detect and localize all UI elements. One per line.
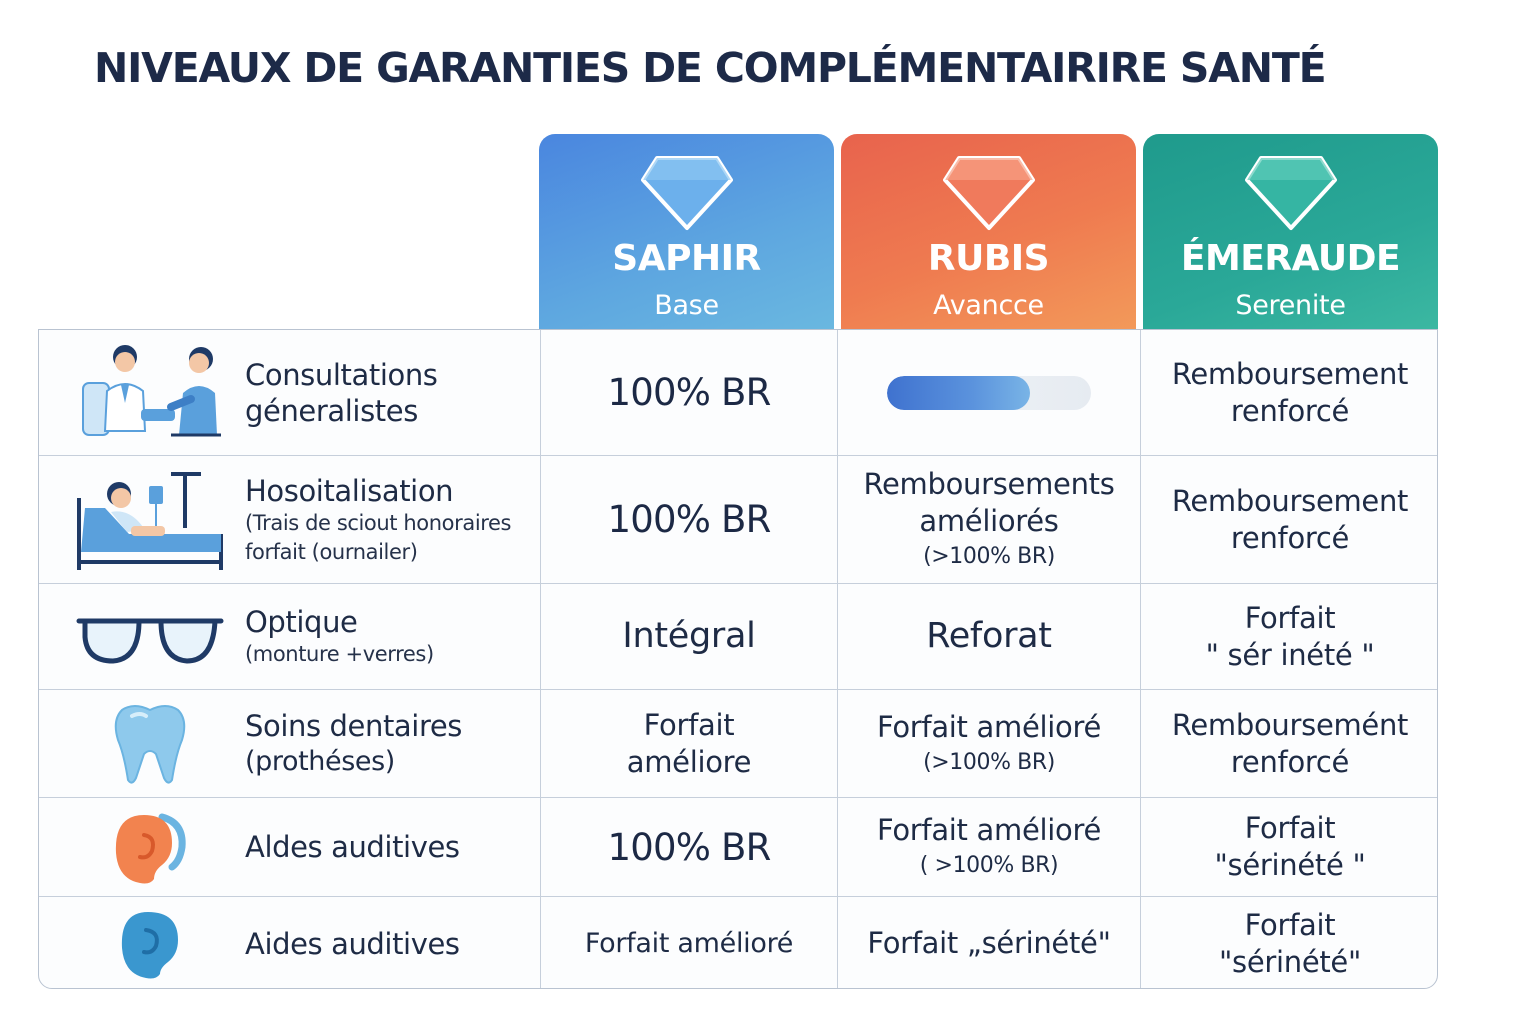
row-label: Aldes auditives xyxy=(245,830,460,864)
table-row: Aides auditives Forfait amélioré Forfait… xyxy=(39,896,1437,988)
row-label: Aides auditives xyxy=(245,926,460,961)
row-label-cell: Optique (monture +verres) xyxy=(39,584,540,689)
emeraude-cell: Forfait " sér inété " xyxy=(1140,584,1437,689)
saphir-value: Forfait amélioré xyxy=(584,928,794,959)
row-label-cell: Aides auditives xyxy=(39,897,540,988)
guarantees-table: Consultations géneralistes 100% BR Rembo… xyxy=(38,329,1438,989)
emeraude-value-line2: renforcé xyxy=(1230,520,1350,555)
row-sublabel-line1: (Trais de sciout honoraires xyxy=(245,510,512,535)
emeraude-value-line1: Forfait xyxy=(1244,907,1336,942)
table-row: Optique (monture +verres) Intégral Refor… xyxy=(39,583,1437,689)
plan-name: SAPHIR xyxy=(612,238,761,279)
diamond-icon xyxy=(1244,156,1337,230)
rubis-cell xyxy=(837,330,1140,455)
row-label-cell: Hosoitalisation (Trais de sciout honorai… xyxy=(39,456,540,583)
rubis-cell: Forfait amélioré (>100% BR) xyxy=(837,690,1140,797)
emeraude-value-line1: Forfait xyxy=(1244,600,1336,635)
emeraude-value-line1: Remboursement xyxy=(1171,356,1409,391)
rubis-progress-bar xyxy=(887,375,1091,410)
glasses-icon xyxy=(76,618,224,663)
hospital-bed-icon xyxy=(77,471,223,570)
emeraude-value-line2: "sérinété" xyxy=(1218,944,1362,979)
diamond-icon xyxy=(942,156,1035,230)
emeraude-value-line2: "sérinété " xyxy=(1214,848,1366,882)
plan-header-saphir: SAPHIR Base xyxy=(539,134,834,332)
page-title: NIVEAUX DE GARANTIES DE COMPLÉMENTAIRIRE… xyxy=(94,44,1327,92)
emeraude-value-line2: renforcé xyxy=(1230,393,1350,428)
ear-icon xyxy=(115,813,186,884)
saphir-cell: 100% BR xyxy=(540,330,837,455)
row-label: Soins dentaires xyxy=(245,708,462,743)
emeraude-cell: Remboursemént renforcé xyxy=(1140,690,1437,797)
saphir-cell: 100% BR xyxy=(540,798,837,896)
table-row: Aldes auditives 100% BR Forfait amélioré… xyxy=(39,797,1437,896)
saphir-cell: Forfait améliore xyxy=(540,690,837,797)
rubis-value: Forfait „sérinété" xyxy=(867,926,1111,960)
emeraude-value-line1: Remboursement xyxy=(1171,483,1409,518)
saphir-value: Intégral xyxy=(622,616,756,656)
diamond-icon xyxy=(640,156,733,230)
saphir-value: 100% BR xyxy=(607,825,771,869)
plan-name: ÉMERAUDE xyxy=(1180,238,1401,279)
row-label-line2: géneralistes xyxy=(245,393,418,428)
row-label: Optique xyxy=(245,605,358,639)
saphir-value: 100% BR xyxy=(607,498,771,541)
saphir-cell: 100% BR xyxy=(540,456,837,583)
saphir-value-line2: améliore xyxy=(626,744,752,779)
ear-icon xyxy=(121,911,178,978)
row-label: Consultations xyxy=(245,357,438,392)
rubis-note: (>100% BR) xyxy=(923,544,1055,569)
saphir-cell: Intégral xyxy=(540,584,837,689)
rubis-note: (>100% BR) xyxy=(923,749,1055,775)
doctor-patient-icon xyxy=(82,344,221,436)
saphir-cell: Forfait amélioré xyxy=(540,897,837,988)
emeraude-value-line2: renforcé xyxy=(1230,744,1350,779)
emeraude-cell: Remboursement renforcé xyxy=(1140,330,1437,455)
emeraude-cell: Remboursement renforcé xyxy=(1140,456,1437,583)
rubis-value: Forfait amélioré xyxy=(877,709,1101,744)
row-sublabel-line1: (monture +verres) xyxy=(245,642,434,666)
tooth-icon xyxy=(114,704,186,784)
rubis-note: ( >100% BR) xyxy=(919,853,1059,878)
plan-header-rubis: RUBIS Avancce xyxy=(841,134,1136,332)
plan-name: RUBIS xyxy=(927,238,1050,279)
rubis-cell: Reforat xyxy=(837,584,1140,689)
rubis-value-line2: améliorés xyxy=(919,504,1059,538)
rubis-value: Forfait amélioré xyxy=(877,813,1101,847)
saphir-value: 100% BR xyxy=(607,371,771,414)
rubis-value: Reforat xyxy=(926,616,1052,656)
plan-subtitle: Base xyxy=(654,290,719,321)
emeraude-cell: Forfait "sérinété " xyxy=(1140,798,1437,896)
row-label-line2: (prothéses) xyxy=(245,745,395,777)
plan-subtitle: Serenite xyxy=(1235,290,1346,321)
saphir-value-line1: Forfait xyxy=(643,707,735,742)
row-label: Hosoitalisation xyxy=(245,473,454,508)
rubis-progress-fill xyxy=(887,375,1030,410)
rubis-cell: Forfait „sérinété" xyxy=(837,897,1140,988)
plan-header-emeraude: ÉMERAUDE Serenite xyxy=(1143,134,1438,332)
emeraude-value-line1: Forfait xyxy=(1244,811,1336,845)
row-sublabel-line2: forfait (ournailer) xyxy=(245,539,418,564)
table-row: Hosoitalisation (Trais de sciout honorai… xyxy=(39,455,1437,583)
table-row: Consultations géneralistes 100% BR Rembo… xyxy=(39,330,1437,455)
plan-subtitle: Avancce xyxy=(933,290,1044,321)
rubis-cell: Remboursements améliorés (>100% BR) xyxy=(837,456,1140,583)
row-label-cell: Consultations géneralistes xyxy=(39,330,540,455)
rubis-cell: Forfait amélioré ( >100% BR) xyxy=(837,798,1140,896)
rubis-value-line1: Remboursements xyxy=(863,467,1115,501)
row-label-cell: Soins dentaires (prothéses) xyxy=(39,690,540,797)
emeraude-value-line2: " sér inété " xyxy=(1205,637,1375,672)
emeraude-value-line1: Remboursemént xyxy=(1171,707,1409,742)
table-row: Soins dentaires (prothéses) Forfait amél… xyxy=(39,689,1437,797)
emeraude-cell: Forfait "sérinété" xyxy=(1140,897,1437,988)
row-label-cell: Aldes auditives xyxy=(39,798,540,896)
